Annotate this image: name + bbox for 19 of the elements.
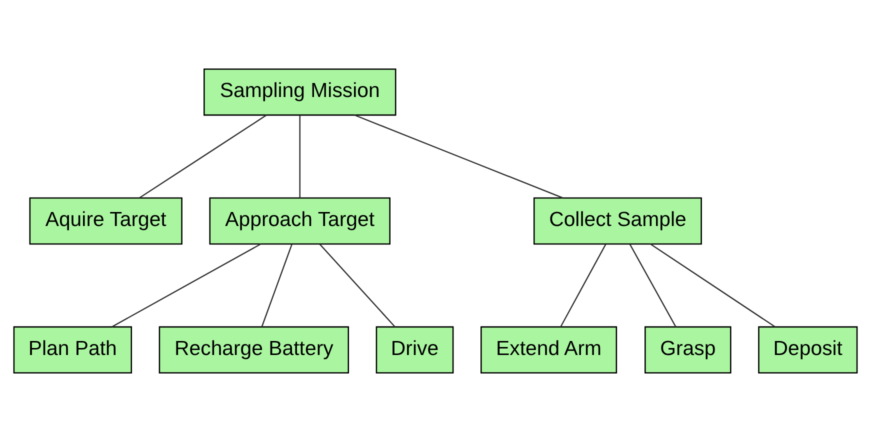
connector xyxy=(629,243,676,327)
node-box: Aquire Target xyxy=(29,196,182,244)
node-box: Plan Path xyxy=(13,326,132,374)
node-box: Grasp xyxy=(644,326,732,374)
node-box: Deposit xyxy=(758,326,858,374)
connector xyxy=(112,242,262,327)
node-box: Drive xyxy=(376,326,454,374)
node-box: Recharge Battery xyxy=(158,326,350,374)
connector xyxy=(261,244,292,327)
connector xyxy=(139,114,267,198)
connector xyxy=(354,114,563,198)
node-box: Extend Arm xyxy=(480,326,618,374)
connector xyxy=(650,242,776,327)
connector xyxy=(319,243,396,327)
node-box: Collect Sample xyxy=(533,196,702,244)
connector xyxy=(299,114,301,198)
node-box: Sampling Mission xyxy=(204,68,396,116)
node-box: Approach Target xyxy=(209,196,390,244)
connector xyxy=(560,243,606,327)
